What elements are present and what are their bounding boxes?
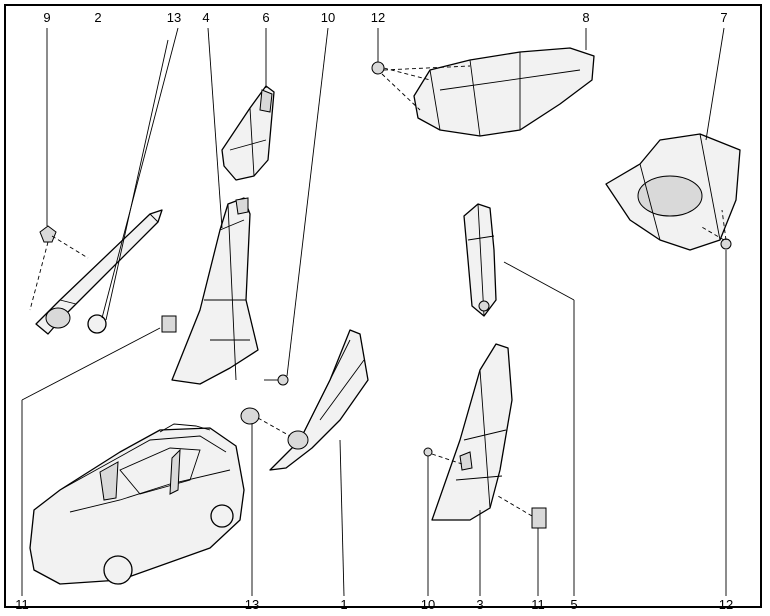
part-13-leader-top	[101, 27, 179, 319]
callout-11-bottom-left: 11	[15, 597, 29, 612]
callout-4: 4	[202, 10, 209, 25]
part-5-c-pillar-trim	[463, 203, 575, 596]
part-3-lower-trim	[431, 343, 513, 596]
part-12-clip-right	[699, 209, 732, 596]
callout-2: 2	[94, 10, 101, 25]
part-10-screw-right	[423, 447, 463, 596]
part-1-pillar-trim	[269, 329, 369, 597]
callout-3: 3	[476, 597, 483, 612]
callout-10-bottom: 10	[421, 597, 435, 612]
callout-12-bottom: 12	[719, 597, 733, 612]
part-13-fastener	[240, 407, 291, 596]
part-6-upper-pillar	[221, 28, 275, 181]
part-9-clip	[29, 28, 89, 311]
callout-7: 7	[720, 10, 727, 25]
part-11-clip-right	[497, 495, 547, 596]
part-11-clip-left	[21, 315, 177, 596]
part-4-b-pillar-lower-trim	[171, 27, 259, 385]
callout-11-bottom-right: 11	[531, 597, 545, 612]
callouts-bottom: 11 13 1 10 3 11 5 12	[15, 597, 733, 612]
part-8-rear-trim	[371, 28, 595, 137]
callout-13-top: 13	[167, 10, 181, 25]
callout-10-top: 10	[321, 10, 335, 25]
part-10-screw-left	[264, 27, 329, 386]
callout-6: 6	[262, 10, 269, 25]
callout-12-top: 12	[371, 10, 385, 25]
callout-9: 9	[43, 10, 50, 25]
callout-5: 5	[570, 597, 577, 612]
callout-8: 8	[582, 10, 589, 25]
part-7-quarter-trim	[605, 27, 741, 251]
car-illustration	[29, 423, 245, 585]
part-2-a-pillar-trim	[35, 39, 169, 335]
callout-1: 1	[340, 597, 347, 612]
callouts-top: 9 2 13 4 6 10 12 8 7	[43, 10, 727, 25]
callout-13-bottom: 13	[245, 597, 259, 612]
